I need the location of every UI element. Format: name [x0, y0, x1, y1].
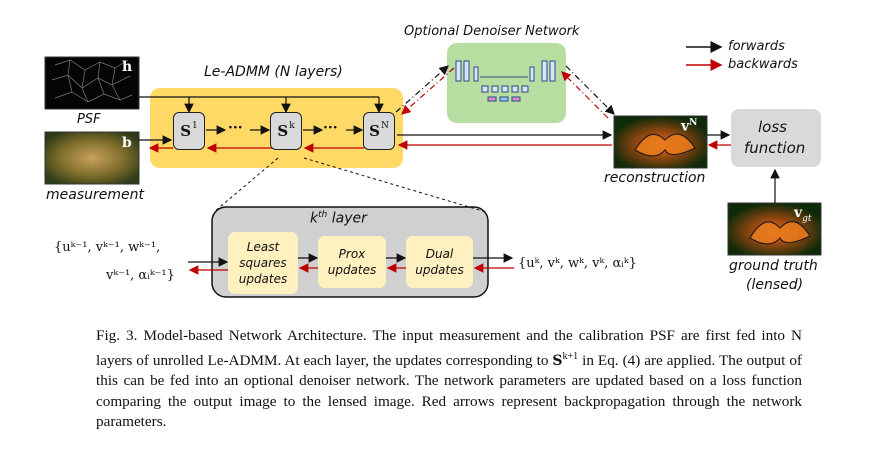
caption-superscript: k+1	[562, 350, 579, 362]
loss-function-box	[731, 109, 821, 167]
measurement-label: measurement	[46, 187, 144, 203]
loss-label-2: function	[744, 139, 806, 157]
leadmm-label: Le-ADMM (N layers)	[204, 64, 343, 80]
input-vars-line1: {uᵏ⁻¹, vᵏ⁻¹, wᵏ⁻¹,	[54, 240, 161, 255]
architecture-diagram: Optional Denoiser Network forwards backw…	[44, 24, 822, 298]
ground-truth-symbol: vgt	[794, 205, 812, 224]
dots-1: ···	[228, 120, 243, 136]
caption-part-1: Fig. 3. Model-based Network Architecture…	[96, 327, 802, 369]
denoiser-block	[447, 43, 566, 123]
input-vars-line2: vᵏ⁻¹, αᵢᵏ⁻¹}	[106, 268, 175, 283]
backwards-label: backwards	[728, 57, 798, 72]
kth-layer-label: kth layer	[310, 210, 367, 227]
ground-truth-label-1: ground truth	[729, 258, 818, 274]
optional-denoiser-label: Optional Denoiser Network	[404, 24, 580, 39]
caption-bold-s: S	[552, 352, 563, 369]
ground-truth-label-2: (lensed)	[746, 277, 804, 293]
psf-symbol: h	[122, 59, 133, 75]
caption-part-2: in Eq. (4) are applied. The output of th…	[96, 351, 802, 431]
loss-label-1: loss	[758, 118, 787, 136]
dots-2: ···	[323, 120, 338, 136]
figure-caption: Fig. 3. Model-based Network Architecture…	[96, 326, 802, 433]
psf-label: PSF	[77, 112, 101, 127]
measurement-symbol: b	[122, 135, 132, 151]
forwards-label: forwards	[728, 39, 785, 54]
output-vars: {uᵏ, vᵏ, wᵏ, vᵏ, αᵢᵏ}	[518, 256, 637, 271]
denoiser-unet-icon	[455, 60, 556, 102]
reconstruction-label: reconstruction	[604, 170, 706, 186]
reconstruction-symbol: vN	[681, 118, 698, 135]
measurement-image	[44, 131, 140, 185]
